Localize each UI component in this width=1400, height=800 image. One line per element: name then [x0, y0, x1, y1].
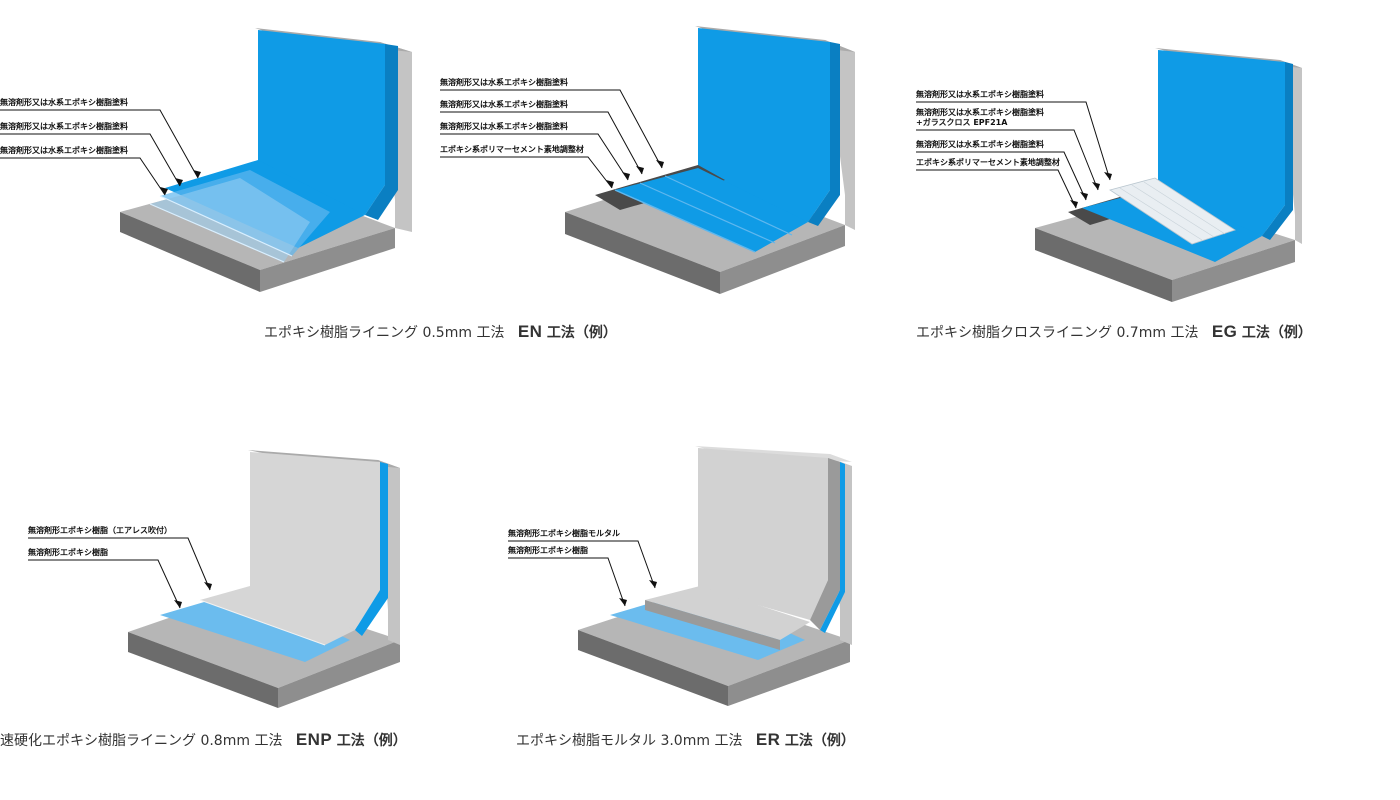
diagram-er: 無溶剤形エポキシ樹脂モルタル 無溶剤形エポキシ樹脂: [500, 440, 920, 720]
en-illustration: [0, 28, 412, 292]
caption-eg-main: エポキシ樹脂クロスライニング 0.7mm 工法: [916, 325, 1199, 341]
caption-eg-tail: 工法（例）: [1241, 325, 1312, 341]
diagram-en: 無溶剤形又は水系エポキシ樹脂塗料 無溶剤形又は水系エポキシ樹脂塗料 無溶剤形又は…: [0, 0, 460, 350]
label-er-2: 無溶剤形エポキシ樹脂: [508, 546, 588, 555]
label-eg-4: 無溶剤形又は水系エポキシ樹脂塗料: [916, 140, 1044, 149]
caption-en-code: EN: [517, 322, 543, 341]
diagram-enp: 無溶剤形エポキシ樹脂（エアレス吹付） 無溶剤形エポキシ樹脂: [0, 440, 440, 720]
label-er-1: 無溶剤形エポキシ樹脂モルタル: [508, 529, 620, 538]
caption-eg: エポキシ樹脂クロスライニング 0.7mm 工法 EG 工法（例）: [916, 322, 1312, 342]
caption-enp-code: ENP: [295, 730, 333, 749]
caption-enp-main: 速硬化エポキシ樹脂ライニング 0.8mm 工法: [0, 733, 283, 749]
label-en-2: 無溶剤形又は水系エポキシ樹脂塗料: [0, 122, 128, 131]
caption-en-tail: 工法（例）: [546, 325, 617, 341]
caption-er-tail: 工法（例）: [784, 733, 855, 749]
label-eg-2: 無溶剤形又は水系エポキシ樹脂塗料: [916, 108, 1044, 117]
label-enp-2: 無溶剤形エポキシ樹脂: [28, 548, 108, 557]
diagram-en-variant: 無溶剤形又は水系エポキシ樹脂塗料 無溶剤形又は水系エポキシ樹脂塗料 無溶剤形又は…: [430, 0, 870, 320]
caption-en-main: エポキシ樹脂ライニング 0.5mm 工法: [264, 325, 505, 341]
caption-eg-code: EG: [1211, 322, 1238, 341]
label-env-1: 無溶剤形又は水系エポキシ樹脂塗料: [440, 78, 568, 87]
label-enp-1: 無溶剤形エポキシ樹脂（エアレス吹付）: [28, 526, 172, 535]
label-en-1: 無溶剤形又は水系エポキシ樹脂塗料: [0, 98, 128, 107]
label-env-2: 無溶剤形又は水系エポキシ樹脂塗料: [440, 100, 568, 109]
enp-illustration: [28, 450, 400, 708]
caption-er-main: エポキシ樹脂モルタル 3.0mm 工法: [516, 733, 743, 749]
label-en-3: 無溶剤形又は水系エポキシ樹脂塗料: [0, 146, 128, 155]
label-env-3: 無溶剤形又は水系エポキシ樹脂塗料: [440, 122, 568, 131]
caption-er-code: ER: [755, 730, 781, 749]
label-eg-1: 無溶剤形又は水系エポキシ樹脂塗料: [916, 90, 1044, 99]
er-illustration: [508, 446, 852, 706]
caption-en: エポキシ樹脂ライニング 0.5mm 工法 EN 工法（例）: [264, 322, 617, 342]
caption-enp: 速硬化エポキシ樹脂ライニング 0.8mm 工法 ENP 工法（例）: [0, 730, 407, 750]
label-eg-3: +ガラスクロス EPF21A: [916, 118, 1008, 127]
label-env-4: エポキシ系ポリマーセメント素地調整材: [440, 145, 584, 154]
caption-enp-tail: 工法（例）: [336, 733, 407, 749]
eg-illustration: [916, 48, 1302, 302]
diagram-eg: 無溶剤形又は水系エポキシ樹脂塗料 無溶剤形又は水系エポキシ樹脂塗料 +ガラスクロ…: [910, 30, 1350, 320]
caption-er: エポキシ樹脂モルタル 3.0mm 工法 ER 工法（例）: [516, 730, 855, 750]
en-variant-illustration: [440, 26, 855, 294]
label-eg-5: エポキシ系ポリマーセメント素地調整材: [916, 158, 1060, 167]
